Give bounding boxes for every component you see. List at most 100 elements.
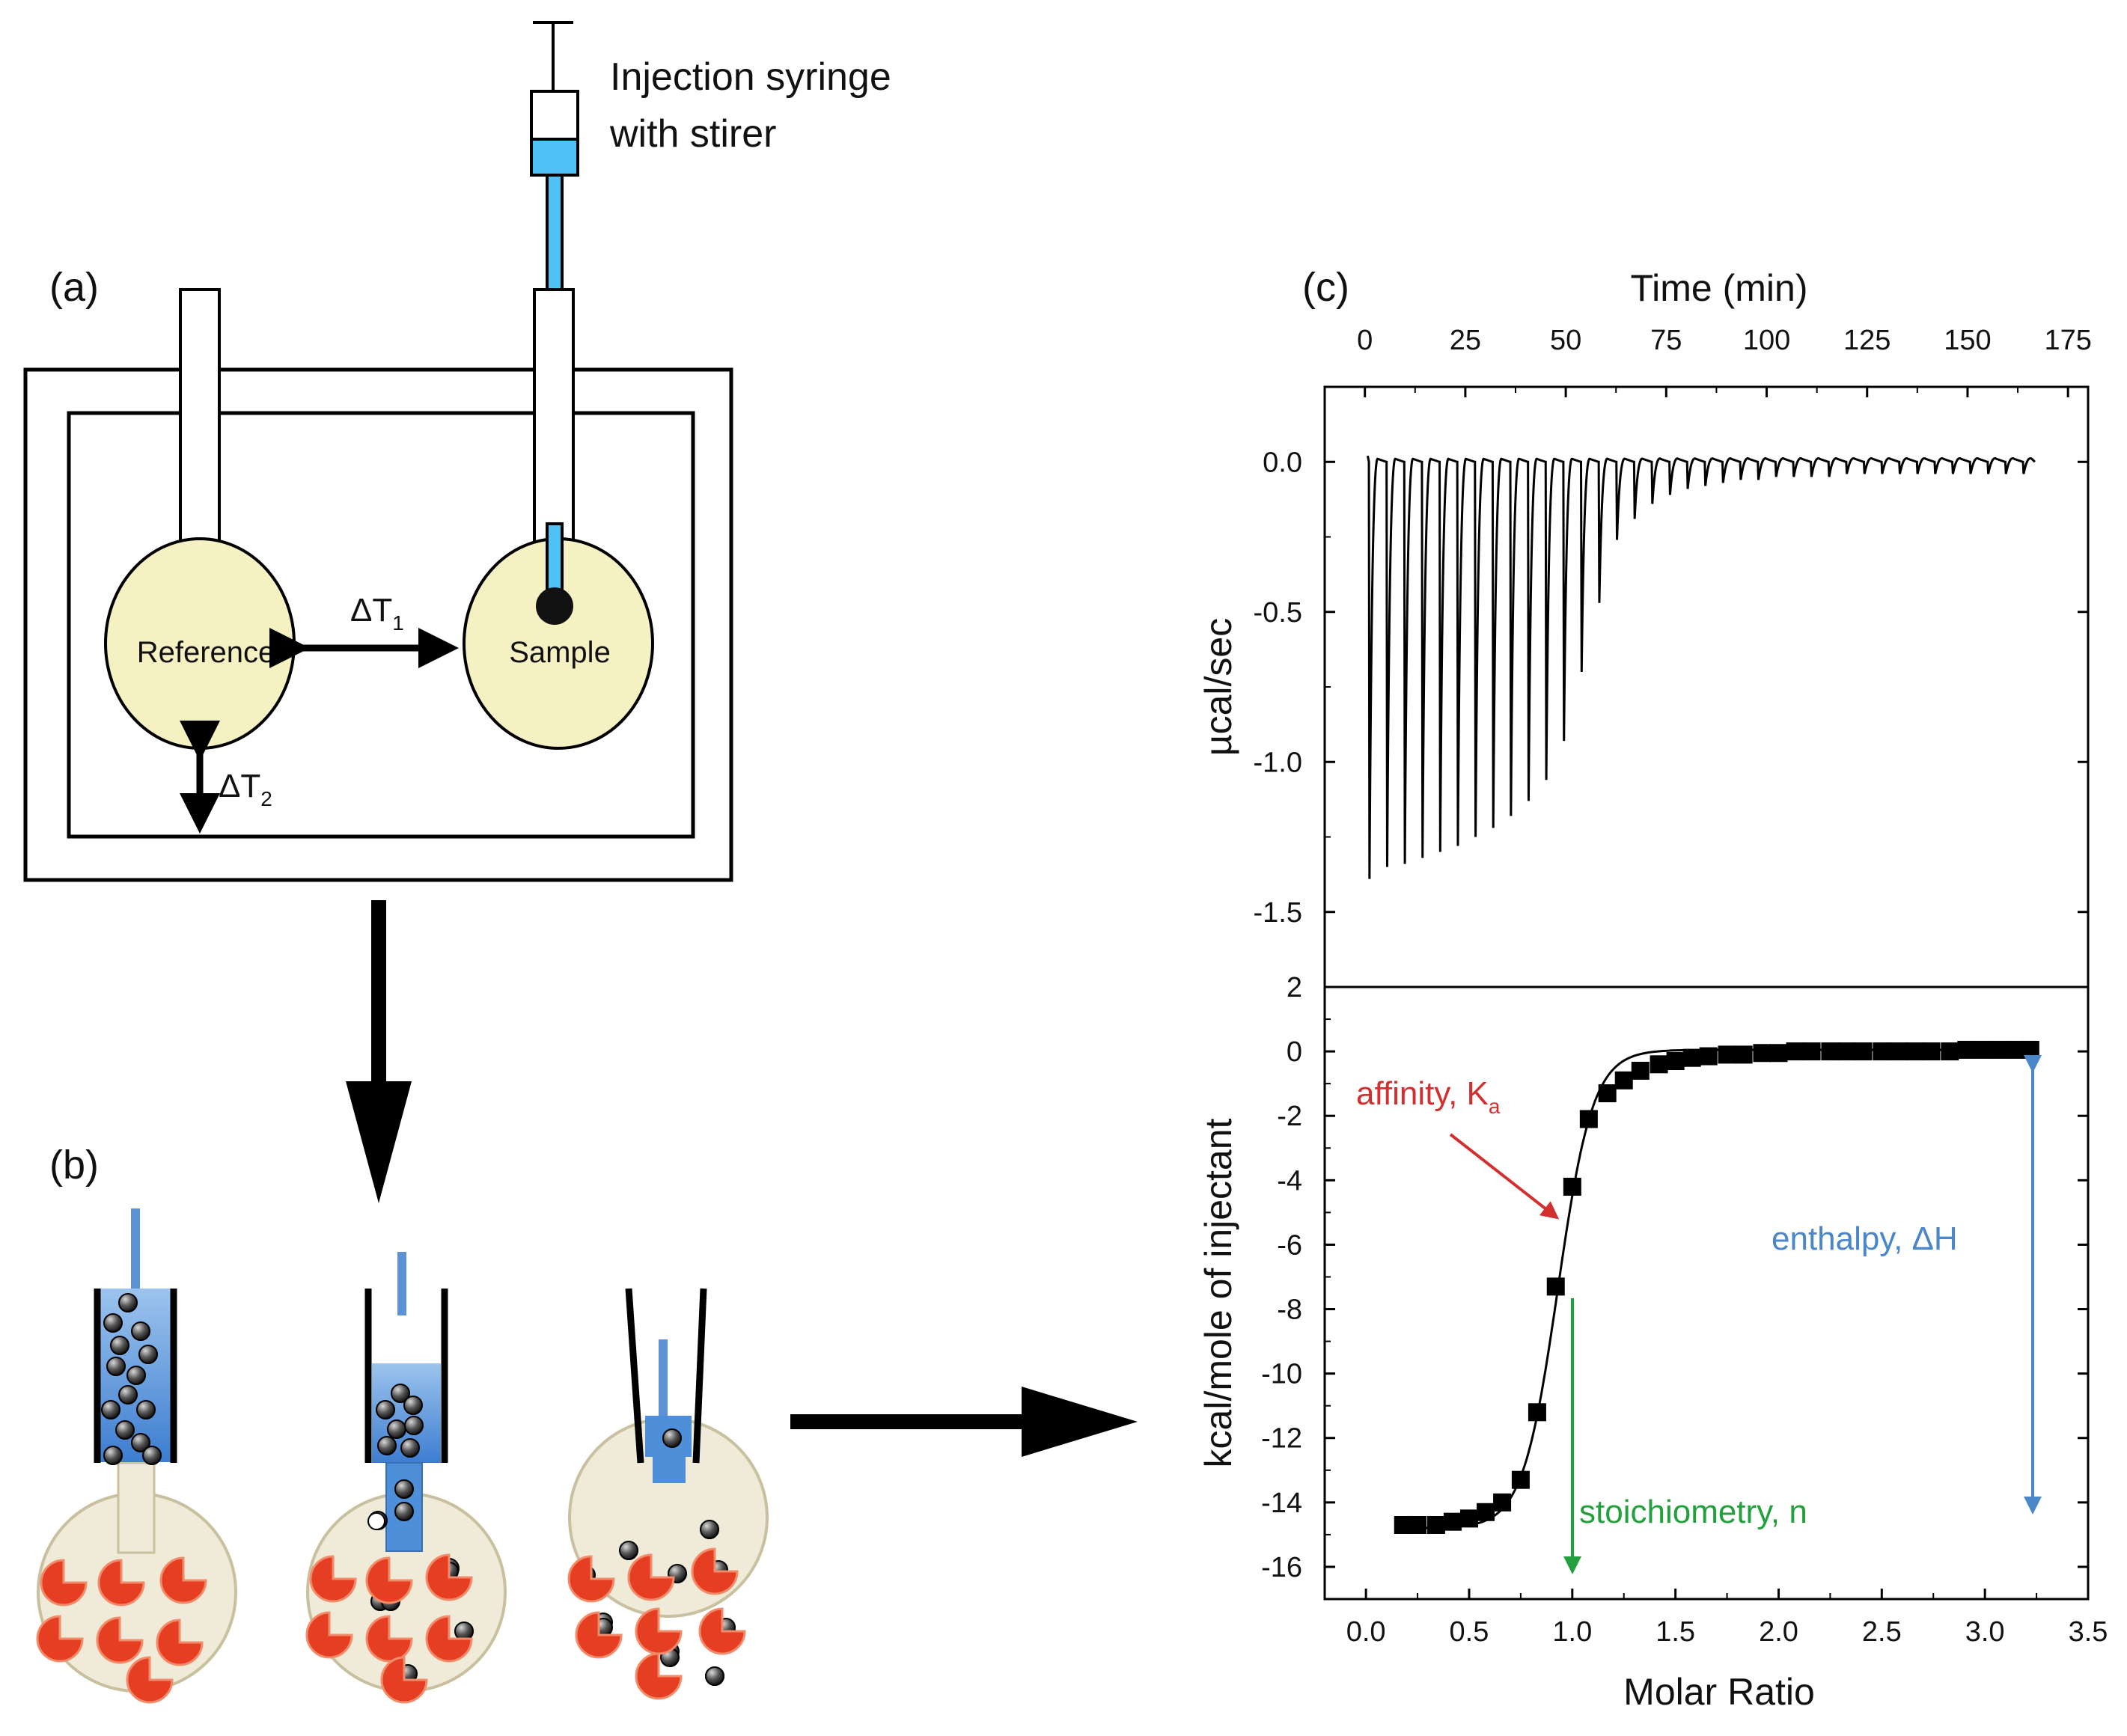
protein — [309, 1555, 357, 1603]
protein — [575, 1611, 623, 1659]
protein — [159, 1556, 207, 1604]
protein — [97, 1559, 145, 1607]
heat-point — [1650, 1055, 1668, 1074]
heat-point — [1922, 1042, 1941, 1061]
panel-b-label: (b) — [49, 1143, 99, 1188]
x-tick-label: 1.0 — [1552, 1616, 1592, 1648]
protein — [126, 1656, 174, 1704]
panel-a-label: (a) — [49, 265, 99, 310]
x-tick-label: 2.5 — [1862, 1616, 1902, 1648]
affinity-arrow — [1449, 1133, 1560, 1220]
enthalpy-annotation: enthalpy, ΔH — [1772, 1220, 1958, 1257]
protein — [425, 1553, 473, 1601]
plunger-rod-1 — [131, 1208, 140, 1289]
affinity-annotation: affinity, Ka — [1356, 1075, 1501, 1118]
proteins-2 — [305, 1553, 473, 1704]
dt1-symbol: ΔT — [350, 592, 392, 629]
heat-point — [1631, 1061, 1650, 1080]
protein — [635, 1652, 683, 1700]
protein — [40, 1559, 88, 1607]
x-tick-label: 2.0 — [1759, 1616, 1798, 1648]
ligand-bead — [387, 1419, 406, 1439]
heat-point — [1682, 1048, 1701, 1067]
ligand-bead — [376, 1400, 395, 1419]
protein — [691, 1547, 739, 1595]
integrated-heat-points — [1394, 1040, 2039, 1534]
protein — [96, 1616, 144, 1664]
injected-plug-3 — [653, 1457, 686, 1483]
stoichiometry-annotation: stoichiometry, n — [1579, 1494, 1807, 1530]
lower-y-tick-label: -16 — [1261, 1552, 1302, 1583]
dt1-subscript: 1 — [392, 611, 404, 635]
syringe-label-line1: Injection syringe — [610, 55, 891, 99]
lower-y-tick-label: -8 — [1277, 1295, 1302, 1326]
ligand-bead — [131, 1433, 150, 1452]
heat-point — [1786, 1042, 1804, 1061]
x-tick-label: 1.5 — [1655, 1616, 1695, 1648]
upper-y-tick-label: -0.5 — [1254, 597, 1302, 629]
injection-stage-1 — [36, 1208, 237, 1704]
dt2-text: ΔT2 — [219, 768, 272, 810]
heat-point — [1579, 1110, 1598, 1128]
top-tick-label: 25 — [1450, 325, 1481, 356]
ligand-bead — [705, 1666, 724, 1686]
heat-point — [1614, 1071, 1633, 1089]
ligand-bead — [115, 1420, 135, 1440]
proteins-3 — [567, 1547, 746, 1700]
top-axis-title: Time (min) — [1630, 267, 1807, 309]
dt2-symbol: ΔT — [219, 768, 260, 804]
thermogram-trace — [1366, 455, 2036, 879]
dt1-text: ΔT1 — [350, 592, 404, 635]
protein — [627, 1553, 675, 1601]
heat-point — [1873, 1042, 1891, 1061]
protein — [365, 1556, 413, 1604]
ligand-bead — [118, 1293, 138, 1312]
heat-point — [1598, 1084, 1617, 1103]
plunger-rod-2 — [397, 1252, 406, 1315]
ligand-bead — [118, 1385, 138, 1405]
lower-y-tick-label: -12 — [1261, 1423, 1302, 1455]
top-tick-label: 100 — [1743, 325, 1790, 356]
heat-point — [1459, 1509, 1478, 1528]
heat-point — [1511, 1470, 1530, 1489]
ligand-bead — [103, 1313, 123, 1333]
heat-point — [1734, 1045, 1753, 1064]
ligand-bead — [138, 1345, 158, 1364]
stirrer-tip — [536, 587, 573, 625]
protein — [36, 1615, 84, 1663]
heat-point — [1974, 1040, 1992, 1059]
flow-arrow-right — [790, 1387, 1138, 1457]
upper-y-tick-label: -1.0 — [1254, 747, 1302, 778]
protein — [305, 1611, 353, 1659]
flow-arrow-down — [346, 900, 412, 1203]
proteins-1 — [36, 1556, 207, 1704]
heat-point — [1941, 1042, 1959, 1061]
top-tick-label: 0 — [1357, 325, 1373, 356]
heat-point — [2021, 1040, 2039, 1059]
top-tick-label: 50 — [1550, 325, 1581, 356]
lower-y-tick-label: -4 — [1277, 1165, 1302, 1196]
fit-curve — [1401, 1048, 2033, 1529]
lower-y-tick-label: 0 — [1287, 1036, 1302, 1068]
lower-y-axis: 20-2-4-6-8-10-12-14-16 — [1261, 972, 2088, 1600]
panel-c-label: (c) — [1302, 265, 1349, 310]
heat-point — [1477, 1503, 1495, 1521]
ligand-bead — [101, 1400, 120, 1419]
lower-y-tick-label: 2 — [1287, 972, 1302, 1003]
syringe-wall-left-3 — [625, 1288, 644, 1464]
injection-stage-3 — [567, 1288, 769, 1700]
dt2-subscript: 2 — [260, 787, 272, 810]
sample-label: Sample — [509, 636, 611, 669]
heat-point — [1957, 1040, 1976, 1059]
upper-y-tick-label: 0.0 — [1263, 447, 1302, 478]
x-axis-label: Molar Ratio — [1623, 1671, 1815, 1713]
ligand-bead — [126, 1366, 146, 1385]
panel-b: (b) — [36, 1143, 769, 1704]
ligand-bead — [110, 1336, 129, 1355]
heat-point — [1889, 1042, 1908, 1061]
reference-stem — [179, 288, 221, 545]
x-tick-label: 3.5 — [2069, 1616, 2108, 1648]
